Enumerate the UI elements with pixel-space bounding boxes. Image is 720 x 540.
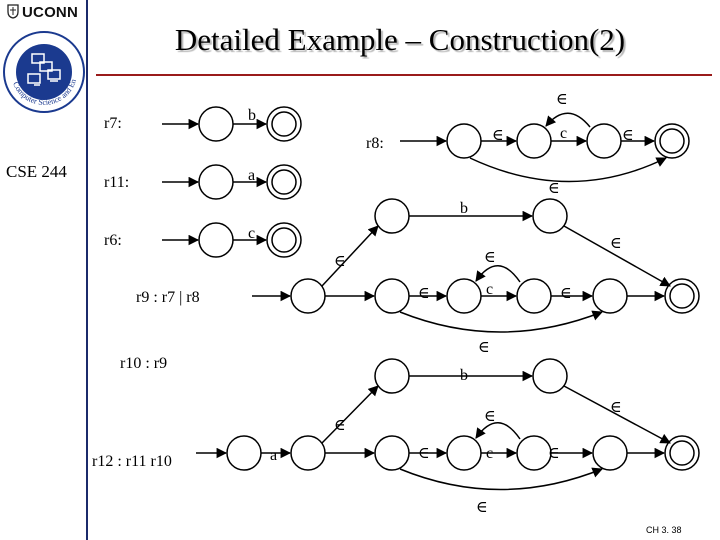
r12-state-c2 (446, 435, 482, 471)
r9-loop-edge (475, 265, 521, 283)
r8-state-2 (516, 123, 552, 159)
r12-state-b2 (532, 358, 568, 394)
r8-skip-edge (469, 157, 667, 183)
r12-state-accept-inner (669, 440, 695, 466)
r6-state-start (198, 222, 234, 258)
r9-loop-epsilon: ∈ (484, 249, 496, 266)
r12-upper-epsilon: ∈ (334, 417, 346, 434)
r9-state-c2 (446, 278, 482, 314)
r12-loop-edge (475, 422, 521, 440)
r12-eps-edge-upper-out (563, 385, 671, 444)
title-underline (96, 74, 712, 76)
r9-epsilon-2: ∈ (418, 285, 430, 302)
r7-state-start (198, 106, 234, 142)
r11-a-label: a (248, 167, 255, 184)
r6-c-label: c (248, 225, 255, 242)
sidebar-divider (86, 0, 88, 540)
r9-epsilon-3: ∈ (560, 285, 572, 302)
r9-b-label: b (460, 200, 468, 217)
r9-state-b2 (532, 198, 568, 234)
r8-state-3 (586, 123, 622, 159)
label-r10: r10 : r9 (120, 355, 167, 372)
r8-skip-epsilon: ∈ (548, 180, 560, 197)
r7-state-accept (266, 106, 302, 142)
r12-state-a (290, 435, 326, 471)
r12-skip-edge (399, 467, 603, 491)
r9-state-accept-inner (669, 283, 695, 309)
r12-epsilon-3: ∈ (548, 445, 560, 462)
r8-loop-epsilon: ∈ (556, 91, 568, 108)
r12-epsilon-2: ∈ (418, 445, 430, 462)
r12-a-label: a (270, 447, 277, 464)
course-code: CSE 244 (6, 162, 67, 181)
label-r6: r6: (104, 232, 122, 249)
r12-loop-epsilon: ∈ (484, 408, 496, 425)
r9-skip-edge (399, 310, 603, 333)
r7-b-label: b (248, 107, 256, 124)
r8-c-label: c (560, 125, 567, 142)
r9-state-c1 (374, 278, 410, 314)
label-r11: r11: (104, 174, 129, 191)
r7-state-accept-inner (271, 111, 297, 137)
label-r8: r8: (366, 135, 384, 152)
label-r7: r7: (104, 115, 122, 132)
slide-title: Detailed Example – Construction(2) (174, 22, 626, 57)
sidebar: UCONN Computer Science and Engineering C… (0, 0, 88, 540)
university-seal-icon (7, 4, 19, 19)
r9-eps-edge-upper (321, 225, 379, 287)
slide-number: CH 3. 38 (646, 525, 682, 535)
r11-state-start (198, 164, 234, 200)
r8-state-1 (446, 123, 482, 159)
r8-loop-edge (545, 112, 591, 128)
r9-upper-epsilon: ∈ (334, 253, 346, 270)
r12-state-c1 (374, 435, 410, 471)
r12-state-accept (664, 435, 700, 471)
department-logo: Computer Science and Engineering (2, 30, 85, 113)
r9-state-start (290, 278, 326, 314)
r8-epsilon-1: ∈ (492, 127, 504, 144)
r9-upper-out-epsilon: ∈ (610, 235, 622, 252)
r9-skip-epsilon: ∈ (478, 339, 490, 356)
r9-state-accept (664, 278, 700, 314)
label-r9: r9 : r7 | r8 (136, 289, 200, 306)
r11-state-accept-inner (271, 169, 297, 195)
r12-state-c4 (592, 435, 628, 471)
r12-eps-edge-upper (321, 385, 379, 444)
r8-state-accept-inner (659, 128, 685, 154)
r11-state-accept (266, 164, 302, 200)
r8-epsilon-2: ∈ (622, 127, 634, 144)
r8-state-accept (654, 123, 690, 159)
r9-state-b1 (374, 198, 410, 234)
r12-state-c3 (516, 435, 552, 471)
r6-state-accept-inner (271, 227, 297, 253)
r12-upper-out-epsilon: ∈ (610, 399, 622, 416)
r9-state-c3 (516, 278, 552, 314)
r9-state-c4 (592, 278, 628, 314)
r12-b-label: b (460, 367, 468, 384)
university-name: UCONN (22, 4, 78, 21)
r12-skip-epsilon: ∈ (476, 499, 488, 516)
r12-c-label: c (486, 445, 493, 462)
r6-state-accept (266, 222, 302, 258)
r12-state-b1 (374, 358, 410, 394)
r9-c-label: c (486, 281, 493, 298)
r12-state-start (226, 435, 262, 471)
label-r12: r12 : r11 r10 (92, 453, 172, 470)
r9-eps-edge-upper-out (563, 225, 671, 287)
